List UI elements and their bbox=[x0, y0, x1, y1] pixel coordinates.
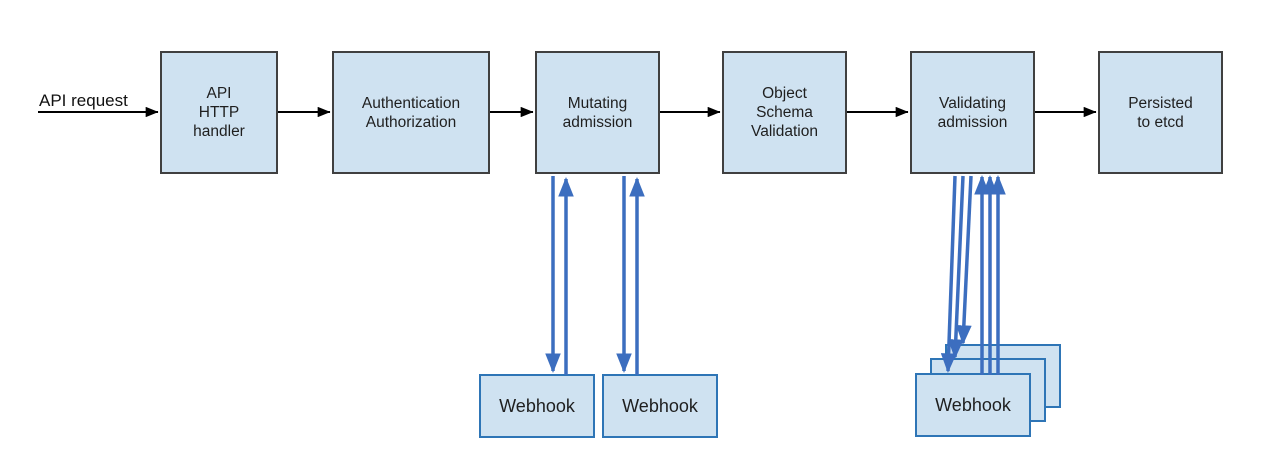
node-label-line: Persisted bbox=[1128, 94, 1193, 112]
arrow-validating-to-webhook-middle bbox=[947, 175, 965, 359]
mutating-webhook-box-1: Webhook bbox=[479, 374, 595, 438]
webhook-label: Webhook bbox=[935, 394, 1011, 415]
node-label-line: admission bbox=[937, 113, 1008, 131]
node-object-schema-validation: Object Schema Validation bbox=[722, 51, 847, 174]
validating-webhook-box-front: Webhook bbox=[915, 373, 1031, 437]
mutating-webhook-box-2: Webhook bbox=[602, 374, 718, 438]
node-label-line: API bbox=[206, 85, 232, 102]
node-label-line: Authentication bbox=[361, 94, 461, 112]
node-label-line: admission bbox=[562, 113, 633, 131]
webhook-label: Webhook bbox=[499, 395, 575, 416]
node-label-line: to etcd bbox=[1137, 113, 1184, 131]
node-label-line: Validation bbox=[751, 123, 818, 140]
node-mutating-admission: Mutating admission bbox=[535, 51, 660, 174]
arrow-validating-to-webhook-front bbox=[940, 175, 957, 373]
node-label-line: Object bbox=[762, 85, 807, 102]
node-label-line: Mutating bbox=[567, 94, 628, 112]
node-api-http-handler: API HTTP handler bbox=[160, 51, 278, 174]
node-label-line: Validating bbox=[939, 94, 1006, 112]
node-validating-admission: Validating admission bbox=[910, 51, 1035, 174]
node-persisted-to-etcd: Persisted to etcd bbox=[1098, 51, 1223, 174]
api-request-label: API request bbox=[39, 91, 128, 110]
node-label-line: HTTP bbox=[198, 104, 240, 121]
node-label-line: Authorization bbox=[365, 113, 457, 131]
node-authentication-authorization: Authentication Authorization bbox=[332, 51, 490, 174]
node-label-line: Schema bbox=[756, 104, 813, 121]
node-label-line: handler bbox=[193, 123, 245, 140]
webhook-label: Webhook bbox=[622, 395, 698, 416]
arrow-validating-to-webhook-back bbox=[956, 175, 973, 345]
